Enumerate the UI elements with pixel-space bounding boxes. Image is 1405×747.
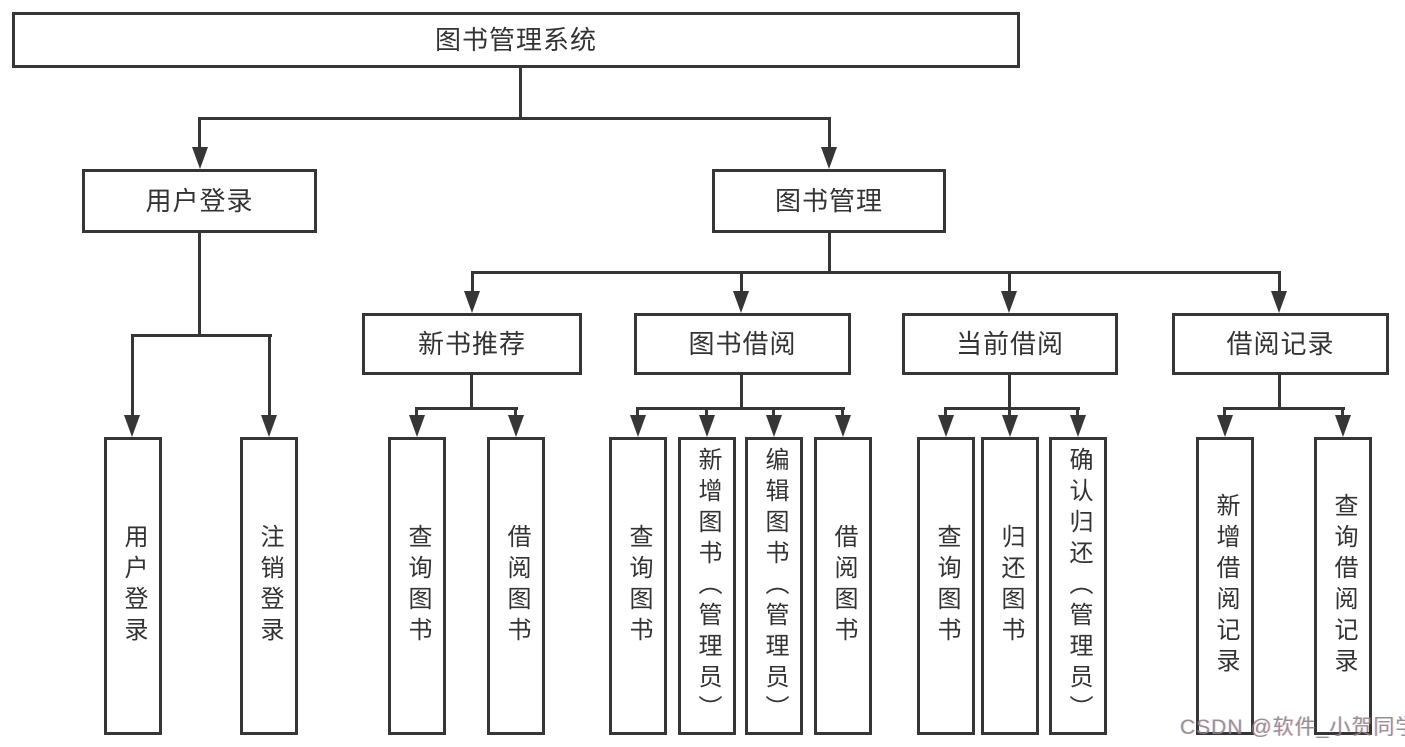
arrowhead-down-icon [409, 415, 425, 437]
leaf-edit-books-admin: 编辑图书（管理员） [745, 437, 803, 735]
arrowhead-down-icon [733, 291, 749, 313]
arrowhead-down-icon [1271, 291, 1287, 313]
arrowhead-down-icon [464, 291, 480, 313]
leaf-borrow-books: 借阅图书 [814, 437, 872, 735]
node-user-login: 用户登录 [82, 169, 317, 233]
arrowhead-down-icon [835, 415, 851, 437]
leaf-return-books: 归还图书 [981, 437, 1039, 735]
arrowhead-down-icon [1002, 415, 1018, 437]
connector-line [1008, 375, 1011, 410]
connector-line [828, 117, 831, 153]
arrowhead-down-icon [938, 415, 954, 437]
connector-line [471, 271, 1281, 274]
arrowhead-down-icon [1001, 291, 1017, 313]
connector-line [1278, 271, 1281, 299]
node-borrow-records: 借阅记录 [1172, 313, 1389, 375]
connector-line [1278, 375, 1281, 410]
node-library-management-system: 图书管理系统 [12, 12, 1020, 68]
watermark-text: CSDN @软件_小贺同学 [1180, 716, 1405, 739]
connector-line [1223, 407, 1345, 410]
connector-line [198, 117, 831, 120]
leaf-query-borrow-record: 查询借阅记录 [1314, 437, 1372, 735]
arrowhead-down-icon [630, 415, 646, 437]
node-book-management: 图书管理 [712, 169, 946, 233]
connector-line [944, 407, 1080, 410]
leaf-confirm-return-admin: 确认归还（管理员） [1049, 437, 1107, 735]
leaf-add-books-admin: 新增图书（管理员） [678, 437, 736, 735]
node-book-borrow: 图书借阅 [634, 313, 851, 375]
connector-line [740, 271, 743, 299]
arrowhead-down-icon [261, 415, 277, 437]
arrowhead-down-icon [1070, 415, 1086, 437]
connector-line [198, 117, 201, 153]
connector-line [1008, 271, 1011, 299]
connector-line [131, 334, 134, 419]
leaf-user-login: 用户登录 [104, 437, 162, 735]
connector-line [828, 233, 831, 274]
arrowhead-down-icon [1335, 415, 1351, 437]
arrowhead-down-icon [699, 415, 715, 437]
connector-line [416, 407, 518, 410]
connector-line [268, 334, 271, 419]
node-new-book-recommend: 新书推荐 [362, 313, 582, 375]
arrowhead-down-icon [192, 147, 208, 169]
arrowhead-down-icon [124, 415, 140, 437]
connector-line [740, 375, 743, 410]
arrowhead-down-icon [821, 147, 837, 169]
leaf-query-books-current: 查询图书 [917, 437, 975, 735]
leaf-logout: 注销登录 [240, 437, 298, 735]
node-current-borrow: 当前借阅 [902, 313, 1118, 375]
arrowhead-down-icon [1217, 415, 1233, 437]
connector-line [198, 233, 201, 337]
connector-line [470, 375, 473, 410]
leaf-borrow-books-recommend: 借阅图书 [487, 437, 545, 735]
leaf-query-books-borrow: 查询图书 [609, 437, 667, 735]
connector-line [471, 271, 474, 299]
leaf-query-books-recommend: 查询图书 [388, 437, 446, 735]
arrowhead-down-icon [766, 415, 782, 437]
connector-line [519, 68, 522, 118]
connector-line [132, 334, 272, 337]
connector-line [636, 407, 845, 410]
arrowhead-down-icon [508, 415, 524, 437]
leaf-add-borrow-record: 新增借阅记录 [1196, 437, 1254, 735]
